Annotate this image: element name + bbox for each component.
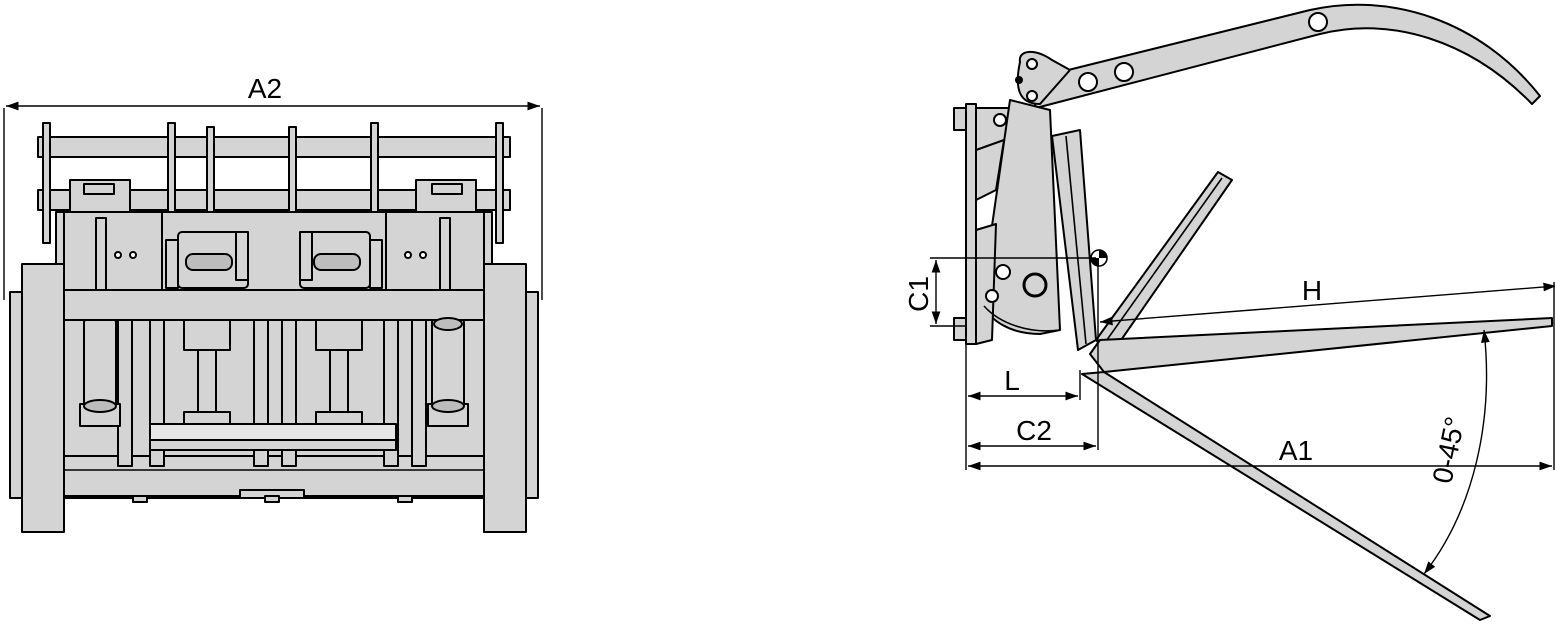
label-h: H bbox=[1302, 275, 1322, 306]
dimension-l: L bbox=[965, 344, 1081, 470]
lower-tie-bar bbox=[149, 423, 397, 441]
left-side-column bbox=[21, 263, 65, 533]
carriage-plate bbox=[965, 103, 977, 345]
upper-tine bbox=[1095, 171, 1233, 357]
left-center-cylinder-head bbox=[183, 319, 231, 351]
label-a2: A2 bbox=[248, 73, 282, 104]
label-c2: C2 bbox=[1016, 415, 1052, 446]
front-view bbox=[9, 122, 539, 533]
right-side-column bbox=[483, 263, 527, 533]
dimension-h: H bbox=[1099, 275, 1555, 470]
label-l: L bbox=[1004, 365, 1020, 396]
right-center-cylinder-head bbox=[315, 319, 363, 351]
right-cylinder bbox=[431, 319, 465, 409]
label-angle: 0-45° bbox=[1427, 414, 1471, 486]
dimension-c1: C1 bbox=[903, 257, 1096, 327]
top-clamp-bar-upper bbox=[37, 136, 511, 158]
dimension-angle: 0-45° bbox=[1423, 329, 1490, 575]
upper-clamp-arm bbox=[1027, 3, 1541, 109]
inclined-tine bbox=[1081, 371, 1491, 621]
label-c1: C1 bbox=[903, 276, 934, 312]
side-view bbox=[953, 3, 1553, 621]
horizontal-tine bbox=[1089, 317, 1553, 373]
dimension-a2: A2 bbox=[3, 73, 543, 300]
dimension-c2: C2 bbox=[968, 266, 1099, 451]
label-a1: A1 bbox=[1279, 435, 1313, 466]
upper-cross-beam bbox=[63, 289, 485, 321]
left-cylinder bbox=[83, 319, 117, 409]
top-clamp-bar-lower bbox=[37, 189, 511, 211]
